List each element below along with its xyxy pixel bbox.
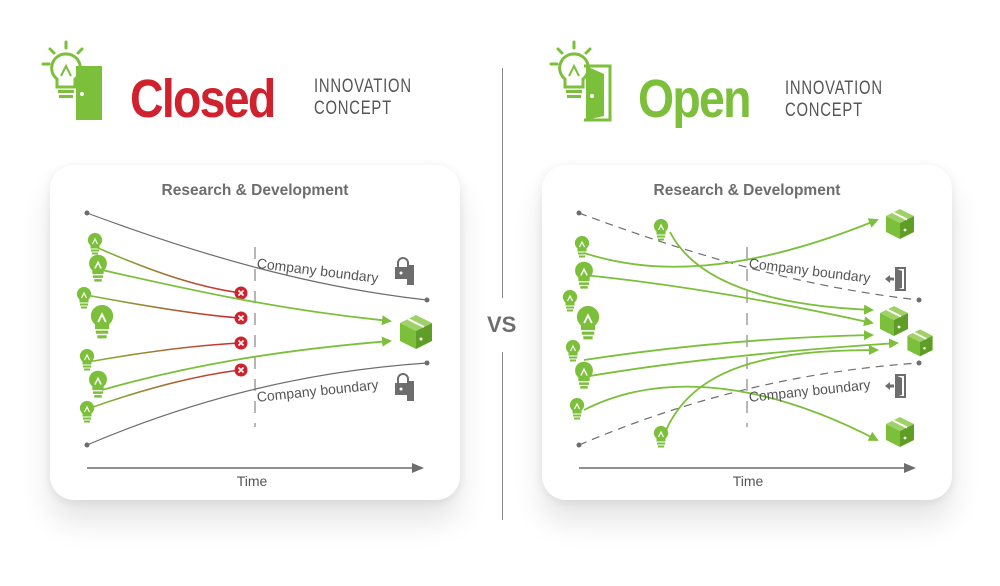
open-product-box-icon xyxy=(885,208,915,240)
open-product-box-icon xyxy=(879,305,909,337)
closed-title: Closed xyxy=(130,69,276,129)
closed-diagram-title: Research & Development xyxy=(161,182,349,199)
closed-lock-icon-top xyxy=(394,257,415,286)
closed-path-killed-1 xyxy=(97,247,241,294)
closed-product-box-icon xyxy=(399,314,433,350)
closed-reject-icon-3 xyxy=(234,336,248,350)
open-subtitle-line2: CONCEPT xyxy=(785,100,863,121)
closed-logo-icon xyxy=(40,38,112,122)
closed-diagram-card: Research & Development xyxy=(50,165,460,500)
open-boundary-bottom-line xyxy=(578,362,920,446)
open-logo-icon xyxy=(548,38,620,122)
divider-bottom xyxy=(502,352,503,520)
open-title: Open xyxy=(638,69,752,129)
open-path-in-bottom xyxy=(663,345,879,436)
closed-idea-bulb-icon xyxy=(76,286,92,310)
vs-label: VS xyxy=(487,312,517,337)
closed-path-success-2 xyxy=(101,336,392,391)
open-diagram-svg xyxy=(562,208,934,473)
open-path-out-top xyxy=(583,218,879,268)
closed-subtitle-line1: INNOVATION xyxy=(314,76,412,97)
closed-reject-icon-1 xyxy=(234,286,248,300)
open-subtitle-line1: INNOVATION xyxy=(785,78,883,99)
open-idea-bulb-icon xyxy=(569,397,585,421)
closed-boundary-bottom-line xyxy=(86,362,428,446)
closed-reject-icon-4 xyxy=(234,363,248,377)
open-product-box-icon xyxy=(885,416,915,448)
open-boundary-top-line xyxy=(578,212,920,301)
open-time-label: Time xyxy=(732,473,764,489)
closed-reject-icon-2 xyxy=(234,311,248,325)
open-idea-bulb-icon xyxy=(562,289,578,313)
closed-boundary-top-line xyxy=(86,212,428,301)
closed-subtitle-line2: CONCEPT xyxy=(314,98,392,119)
open-diagram-card: Research & Development xyxy=(542,165,952,500)
open-product-box-icon xyxy=(906,328,934,358)
open-door-icon-top xyxy=(884,267,906,291)
open-path-2 xyxy=(583,330,874,361)
closed-idea-bulb-icon xyxy=(87,232,103,256)
closed-path-killed-3 xyxy=(87,342,241,363)
open-door-icon-bottom xyxy=(884,374,906,398)
open-path-in-top xyxy=(669,231,874,315)
closed-diagram-svg xyxy=(76,210,433,473)
closed-lock-icon-bottom xyxy=(394,373,415,402)
open-path-out-bottom xyxy=(583,385,879,441)
closed-path-killed-4 xyxy=(89,369,241,409)
open-idea-bulb-icon xyxy=(653,218,669,242)
closed-time-label: Time xyxy=(236,473,268,489)
open-idea-bulb-icon xyxy=(653,425,669,449)
divider-top xyxy=(502,68,503,298)
closed-path-killed-2 xyxy=(85,294,241,319)
closed-idea-bulb-icon xyxy=(79,348,95,372)
open-idea-bulb-icon xyxy=(565,339,581,363)
open-diagram-title: Research & Development xyxy=(653,182,841,199)
open-path-1 xyxy=(583,274,874,327)
closed-idea-bulb-icon xyxy=(79,400,95,424)
closed-path-success-1 xyxy=(101,269,392,326)
open-path-3 xyxy=(583,338,899,378)
